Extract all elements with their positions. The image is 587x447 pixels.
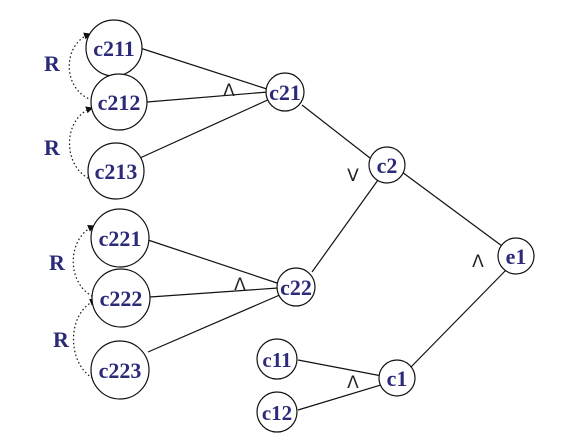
edges [139, 47, 509, 411]
label-c223: c223 [99, 358, 142, 383]
edge-c212-c21 [146, 91, 269, 103]
node-c221 [90, 208, 150, 268]
operator-and-c21: Λ [223, 81, 235, 101]
node-c212 [90, 73, 148, 131]
edge-c221-c22 [147, 239, 281, 285]
edge-c11-c1 [297, 359, 383, 377]
label-c11: c11 [262, 348, 291, 372]
node-c11 [256, 338, 298, 380]
label-e1: e1 [506, 244, 527, 269]
label-c212: c212 [98, 90, 141, 115]
node-c213 [87, 142, 145, 200]
node-c1 [378, 359, 416, 397]
relation-arc-c221-c222 [72, 225, 97, 299]
node-e1 [497, 237, 535, 275]
label-c2: c2 [377, 153, 398, 178]
node-c22 [276, 267, 316, 307]
edge-c12-c1 [297, 383, 385, 411]
edge-c223-c22 [147, 293, 283, 353]
relation-label-r3: R [49, 250, 66, 275]
relation-label-r2: R [44, 135, 61, 160]
relation-label-r4: R [53, 327, 70, 352]
edge-c1-e1 [409, 267, 509, 369]
label-c1: c1 [387, 366, 408, 391]
operator-and-e1: Λ [472, 252, 484, 272]
edge-c213-c21 [139, 97, 273, 159]
node-circles [85, 19, 535, 433]
operator-and-c22: Λ [234, 275, 246, 295]
label-c213: c213 [95, 159, 138, 184]
node-labels: c211 c212 c213 c21 c221 c222 c223 c22 c2… [93, 36, 526, 425]
operator-labels: Λ V Λ Λ Λ [223, 81, 484, 393]
operator-or-c2: V [347, 166, 359, 186]
edge-c22-c2 [311, 179, 379, 273]
node-c223 [90, 340, 150, 400]
operator-and-c1: Λ [347, 373, 359, 393]
edge-c222-c22 [149, 287, 279, 298]
edge-c21-c2 [301, 104, 371, 159]
node-c12 [256, 391, 298, 433]
label-c22: c22 [280, 275, 312, 300]
node-c222 [91, 268, 151, 328]
label-c222: c222 [100, 286, 143, 311]
node-c2 [368, 146, 406, 184]
relation-labels: R R R R [44, 51, 70, 352]
label-c211: c211 [93, 36, 135, 61]
label-c12: c12 [262, 401, 292, 425]
relation-label-r1: R [44, 51, 61, 76]
relation-arcs [68, 32, 98, 381]
relation-arc-c212-c213 [69, 106, 94, 181]
label-c221: c221 [99, 226, 142, 251]
relation-arc-c222-c223 [73, 298, 98, 381]
edge-c211-c21 [139, 47, 271, 91]
label-c21: c21 [269, 80, 301, 105]
edge-c2-e1 [401, 171, 503, 247]
node-c21 [265, 72, 305, 112]
